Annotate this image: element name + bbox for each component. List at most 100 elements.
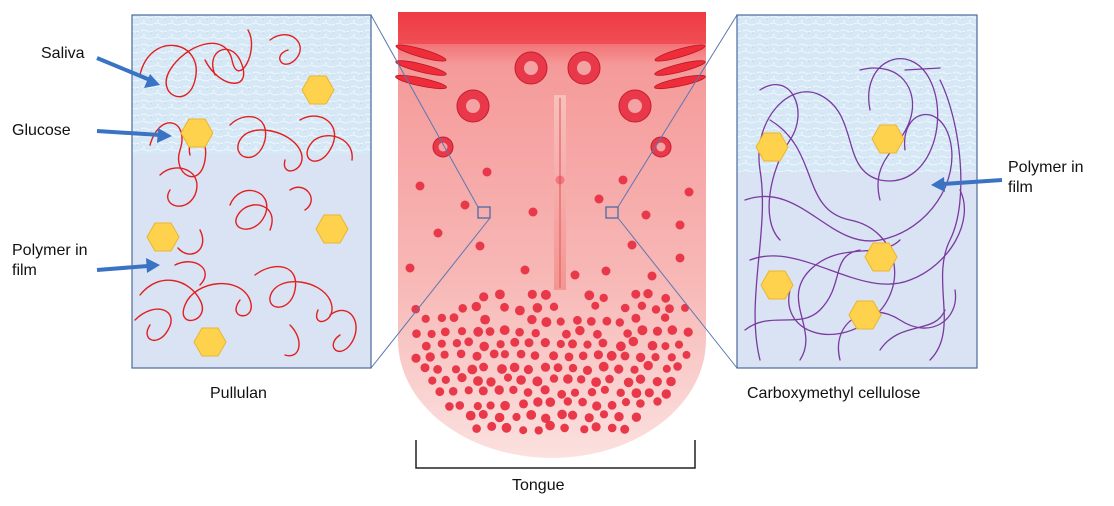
papilla — [663, 365, 671, 373]
papilla — [648, 341, 658, 351]
papilla — [562, 330, 571, 339]
papilla — [601, 386, 609, 394]
pullulan-panel — [132, 15, 371, 368]
papilla — [412, 329, 421, 338]
papilla — [620, 425, 629, 434]
papilla — [473, 376, 483, 386]
papilla — [535, 426, 543, 434]
papilla — [487, 401, 495, 409]
papilla — [614, 412, 623, 421]
papilla — [532, 376, 542, 386]
papilla — [651, 353, 659, 361]
papilla — [652, 305, 660, 313]
papilla — [592, 401, 601, 410]
cmc-label: Carboxymethyl cellulose — [747, 384, 920, 404]
papilla — [563, 374, 573, 384]
papilla — [631, 314, 640, 323]
papilla — [480, 315, 490, 325]
papilla — [662, 389, 671, 398]
papilla — [661, 314, 669, 322]
papilla — [588, 388, 596, 396]
papilla — [577, 375, 585, 383]
papilla — [637, 325, 647, 335]
papilla — [617, 389, 625, 397]
papilla — [629, 337, 639, 347]
papilla — [599, 362, 609, 372]
papilla — [571, 389, 579, 397]
papilla — [550, 374, 558, 382]
polymer-in-film-label-right: Polymer in film — [1008, 158, 1084, 198]
papilla — [632, 388, 642, 398]
papilla — [668, 353, 676, 361]
papilla — [541, 363, 550, 372]
papilla — [449, 387, 458, 396]
papilla — [653, 327, 662, 336]
papilla — [614, 365, 623, 374]
papilla — [565, 353, 574, 362]
papilla — [568, 411, 577, 420]
papilla — [560, 424, 569, 433]
papilla — [608, 424, 617, 433]
papilla — [579, 352, 588, 361]
papilla — [445, 402, 454, 411]
glucose-label: Glucose — [12, 121, 71, 141]
papilla — [592, 422, 601, 431]
papilla — [510, 338, 519, 347]
papilla — [580, 425, 588, 433]
papilla — [452, 365, 460, 373]
tongue — [395, 12, 707, 458]
papilla — [528, 290, 537, 299]
papilla — [616, 341, 626, 351]
papilla — [546, 397, 556, 407]
papilla — [600, 294, 608, 302]
polymer-in-film-label-left: Polymer in film — [12, 241, 88, 281]
papilla — [621, 352, 630, 361]
papilla — [632, 413, 641, 422]
papilla — [568, 339, 577, 348]
papilla — [668, 325, 678, 335]
papilla — [623, 329, 632, 338]
papilla — [466, 411, 476, 421]
papilla — [631, 290, 640, 299]
papilla — [442, 376, 450, 384]
film-layer — [132, 155, 371, 368]
film-layer-right — [737, 172, 977, 368]
papilla — [497, 364, 507, 374]
papilla — [524, 388, 533, 397]
papilla — [450, 313, 459, 322]
papilla — [624, 378, 634, 388]
papilla — [587, 317, 596, 326]
papilla — [526, 410, 536, 420]
papilla — [557, 340, 565, 348]
papilla — [541, 290, 551, 300]
papilla — [550, 303, 558, 311]
papilla — [661, 294, 670, 303]
papilla — [683, 351, 691, 359]
papilla — [636, 375, 645, 384]
papilla — [605, 375, 614, 384]
papilla — [643, 289, 652, 298]
papilla — [607, 351, 617, 361]
papilla — [549, 351, 558, 360]
papilla — [638, 302, 646, 310]
papilla — [554, 363, 563, 372]
papilla — [500, 325, 510, 335]
papilla — [457, 373, 466, 382]
papilla — [515, 328, 524, 337]
papilla — [486, 327, 495, 336]
papilla — [458, 327, 466, 335]
papilla — [600, 410, 608, 418]
papilla — [684, 328, 693, 337]
papilla — [428, 330, 436, 338]
papilla — [497, 340, 505, 348]
papilla — [467, 365, 477, 375]
papilla — [495, 413, 505, 423]
papilla — [569, 364, 577, 372]
papilla — [456, 401, 465, 410]
papilla — [438, 314, 446, 322]
papilla — [500, 303, 509, 312]
papilla — [479, 363, 488, 372]
papilla — [541, 385, 550, 394]
papilla — [435, 387, 444, 396]
